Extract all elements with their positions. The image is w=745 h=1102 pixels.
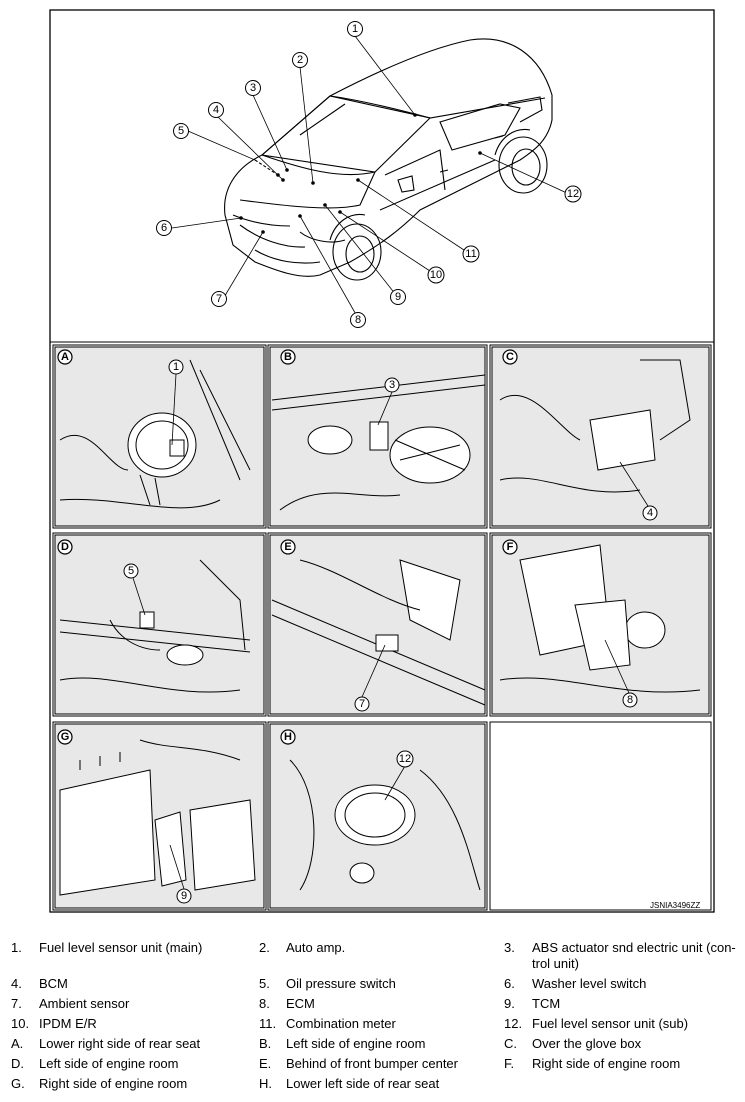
svg-text:6: 6: [161, 222, 167, 234]
svg-text:8: 8: [627, 694, 633, 706]
panel-callout-9: 9: [176, 888, 192, 904]
figure-frame: [49, 9, 715, 913]
callout-3: 3: [245, 80, 261, 96]
panel-letter-f: F: [502, 539, 518, 555]
car-leader-lines: [171, 35, 570, 319]
svg-text:2: 2: [297, 54, 303, 66]
svg-text:4: 4: [213, 104, 219, 116]
svg-text:F: F: [507, 541, 514, 553]
component-location-figure: 1 2 3 4 5 6 7 8 9 10 11 12: [49, 9, 715, 913]
callout-7: 7: [211, 291, 227, 307]
panel-callout-3: 3: [384, 377, 400, 393]
panel-letter-c: C: [502, 349, 518, 365]
svg-text:1: 1: [352, 23, 358, 35]
panel-letter-a: A: [57, 349, 73, 365]
panel-d: [52, 532, 267, 717]
callout-12: 12: [564, 185, 582, 203]
callout-8: 8: [350, 312, 366, 328]
svg-text:9: 9: [181, 890, 187, 902]
svg-text:7: 7: [216, 293, 222, 305]
svg-text:3: 3: [250, 82, 256, 94]
callout-9: 9: [390, 289, 406, 305]
panel-callout-7: 7: [354, 696, 370, 712]
callout-2: 2: [292, 52, 308, 68]
panel-callout-5: 5: [123, 563, 139, 579]
svg-text:7: 7: [359, 698, 365, 710]
callout-4: 4: [208, 102, 224, 118]
svg-text:G: G: [61, 731, 70, 743]
svg-text:B: B: [284, 351, 292, 363]
detail-panels: [52, 344, 712, 911]
panel-empty: [489, 721, 712, 911]
svg-text:D: D: [61, 541, 69, 553]
panel-letter-e: E: [280, 539, 296, 555]
callout-1: 1: [347, 21, 363, 37]
panel-g: [52, 721, 267, 911]
figure-code: JSNIA3496ZZ: [650, 901, 700, 910]
panel-callouts: 1 3 4 5 7 8 9 12: [123, 359, 658, 904]
panel-letter-d: D: [57, 539, 73, 555]
svg-text:H: H: [284, 731, 292, 743]
panel-h: [267, 721, 488, 911]
car-dots: [239, 113, 482, 234]
panel-callout-1: 1: [168, 359, 184, 375]
panel-f: [489, 532, 712, 717]
callout-11: 11: [462, 245, 480, 263]
svg-text:10: 10: [430, 269, 442, 281]
panel-callout-4: 4: [642, 505, 658, 521]
panel-letters: A B C D E F G H: [57, 349, 518, 745]
panel-a: [52, 344, 267, 529]
svg-text:12: 12: [567, 188, 579, 200]
panel-letter-b: B: [280, 349, 296, 365]
panel-letter-g: G: [57, 729, 73, 745]
svg-text:3: 3: [389, 379, 395, 391]
svg-text:9: 9: [395, 291, 401, 303]
car-overview-illustration: [224, 38, 553, 281]
car-callouts: 1 2 3 4 5 6 7 8 9 10 11 12: [156, 21, 582, 328]
svg-text:A: A: [61, 351, 69, 363]
svg-text:E: E: [284, 541, 291, 553]
panel-c: [489, 344, 712, 529]
svg-text:12: 12: [399, 753, 411, 765]
panel-callout-8: 8: [622, 692, 638, 708]
svg-text:C: C: [506, 351, 514, 363]
panel-b: [267, 344, 488, 529]
svg-text:8: 8: [355, 314, 361, 326]
callout-10: 10: [427, 266, 445, 284]
svg-text:11: 11: [465, 248, 476, 260]
panel-e: [267, 532, 488, 717]
svg-text:1: 1: [173, 361, 179, 373]
panel-letter-h: H: [280, 729, 296, 745]
svg-text:4: 4: [647, 507, 653, 519]
callout-5: 5: [173, 123, 189, 139]
callout-6: 6: [156, 220, 172, 236]
legend: 1.Fuel level sensor unit (main) 2.Auto a…: [11, 940, 736, 1091]
svg-text:5: 5: [178, 125, 184, 137]
panel-callout-12: 12: [396, 750, 414, 768]
svg-text:5: 5: [128, 565, 134, 577]
panel-leader-lines: [132, 373, 649, 890]
